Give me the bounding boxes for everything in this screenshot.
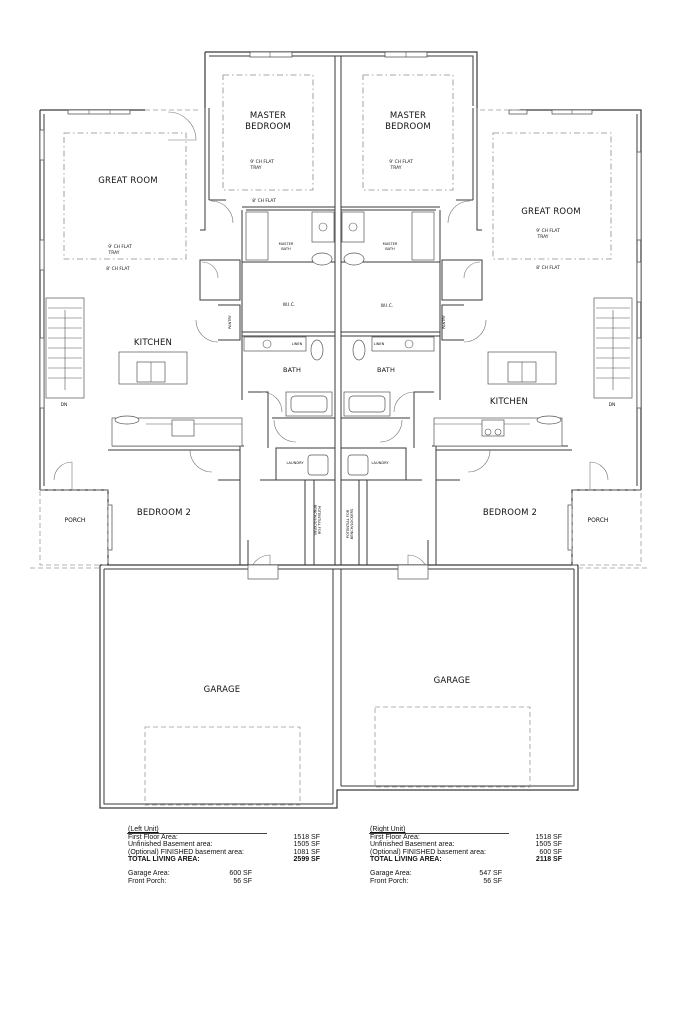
svg-text:POTENTIAL FOR: POTENTIAL FOR bbox=[346, 509, 350, 538]
svg-text:PANTRY: PANTRY bbox=[228, 314, 232, 329]
area-row: (Optional) FINISHED basement area:1081 S… bbox=[128, 848, 320, 856]
right-unit-areas: (Right Unit) First Floor Area:1518 SF Un… bbox=[370, 826, 562, 885]
svg-text:BENCH/LOCKERS: BENCH/LOCKERS bbox=[313, 505, 317, 536]
label-bath-left: BATH bbox=[283, 366, 301, 374]
label-master-bedroom-right: MASTER bbox=[390, 111, 426, 121]
stair-treads-left bbox=[48, 307, 82, 390]
area-row: Front Porch:56 SF bbox=[128, 877, 252, 885]
label-kitchen-left: KITCHEN bbox=[134, 338, 172, 348]
svg-text:8' CH FLAT: 8' CH FLAT bbox=[252, 198, 276, 204]
svg-text:TRAY: TRAY bbox=[250, 165, 262, 171]
left-area-rule bbox=[127, 833, 267, 834]
svg-text:TRAY: TRAY bbox=[108, 250, 120, 256]
svg-text:BEDROOM: BEDROOM bbox=[385, 122, 431, 132]
area-row: Garage Area:547 SF bbox=[370, 869, 502, 877]
label-bedroom2-left: BEDROOM 2 bbox=[137, 508, 191, 518]
right-unit-header: (Right Unit) bbox=[370, 826, 406, 833]
area-row: Unfinished Basement area:1505 SF bbox=[370, 841, 562, 849]
svg-text:9' CH FLAT: 9' CH FLAT bbox=[108, 244, 132, 250]
svg-text:BEDROOM: BEDROOM bbox=[245, 122, 291, 132]
svg-text:LINEN: LINEN bbox=[292, 342, 303, 346]
svg-text:POTENTIAL FOR: POTENTIAL FOR bbox=[317, 506, 321, 535]
label-porch-right: PORCH bbox=[588, 517, 609, 524]
total-living-area-row: TOTAL LIVING AREA:2599 SF bbox=[128, 856, 320, 864]
left-unit-areas: (Left Unit) First Floor Area:1518 SF Unf… bbox=[128, 826, 320, 885]
svg-text:BATH: BATH bbox=[281, 247, 291, 251]
door-swings bbox=[53, 111, 609, 580]
stair-treads-right bbox=[596, 307, 630, 390]
label-wic-right: W.I.C. bbox=[381, 303, 393, 309]
svg-text:DN: DN bbox=[609, 402, 616, 408]
label-garage-right: GARAGE bbox=[434, 676, 471, 686]
area-row: Unfinished Basement area:1505 SF bbox=[128, 841, 320, 849]
label-laundry-left: LAUNDRY bbox=[286, 461, 304, 465]
svg-text:DN: DN bbox=[61, 402, 68, 408]
label-kitchen-right: KITCHEN bbox=[490, 397, 528, 407]
svg-text:9' CH FLAT: 9' CH FLAT bbox=[389, 159, 413, 165]
svg-text:TRAY: TRAY bbox=[537, 234, 549, 240]
left-unit-header: (Left Unit) bbox=[128, 826, 159, 833]
svg-text:8' CH FLAT: 8' CH FLAT bbox=[106, 266, 130, 272]
area-row: First Floor Area:1518 SF bbox=[370, 833, 562, 841]
svg-text:BATH: BATH bbox=[385, 247, 395, 251]
exterior-walls bbox=[39, 51, 642, 809]
interior-walls-left bbox=[45, 108, 336, 565]
label-garage-left: GARAGE bbox=[204, 685, 241, 695]
bath-fixtures bbox=[114, 211, 562, 476]
label-bath-right: BATH bbox=[377, 366, 395, 374]
total-living-area-row: TOTAL LIVING AREA:2118 SF bbox=[370, 856, 562, 864]
svg-text:TRAY: TRAY bbox=[390, 165, 402, 171]
label-great-room-left: GREAT ROOM bbox=[98, 176, 158, 186]
labels-right: MASTER BEDROOM 9' CH FLAT TRAY GREAT ROO… bbox=[346, 111, 615, 686]
area-row: First Floor Area:1518 SF bbox=[128, 833, 320, 841]
interior-walls-right bbox=[340, 108, 633, 565]
svg-text:9' CH FLAT: 9' CH FLAT bbox=[536, 228, 560, 234]
label-bedroom2-right: BEDROOM 2 bbox=[483, 508, 537, 518]
area-row: (Optional) FINISHED basement area:600 SF bbox=[370, 848, 562, 856]
svg-text:8' CH FLAT: 8' CH FLAT bbox=[536, 265, 560, 271]
area-row: Front Porch:56 SF bbox=[370, 877, 502, 885]
windows bbox=[39, 51, 642, 551]
svg-text:BENCH/LOCKERS: BENCH/LOCKERS bbox=[350, 508, 354, 539]
svg-text:PANTRY: PANTRY bbox=[442, 314, 446, 329]
svg-text:9' CH FLAT: 9' CH FLAT bbox=[250, 159, 274, 165]
label-wic-left: W.I.C. bbox=[283, 302, 295, 308]
svg-text:MASTER: MASTER bbox=[279, 242, 294, 246]
right-area-rule bbox=[369, 833, 509, 834]
svg-text:LINEN: LINEN bbox=[374, 342, 385, 346]
area-row: Garage Area:600 SF bbox=[128, 869, 252, 877]
label-master-bedroom-left: MASTER bbox=[250, 111, 286, 121]
label-laundry-right: LAUNDRY bbox=[371, 461, 389, 465]
labels-left: MASTER BEDROOM 9' CH FLAT TRAY 8' CH FLA… bbox=[61, 111, 321, 695]
label-great-room-right: GREAT ROOM bbox=[521, 207, 581, 217]
svg-text:MASTER: MASTER bbox=[383, 242, 398, 246]
ceiling-outlines bbox=[30, 74, 650, 806]
label-porch-left: PORCH bbox=[65, 517, 86, 524]
